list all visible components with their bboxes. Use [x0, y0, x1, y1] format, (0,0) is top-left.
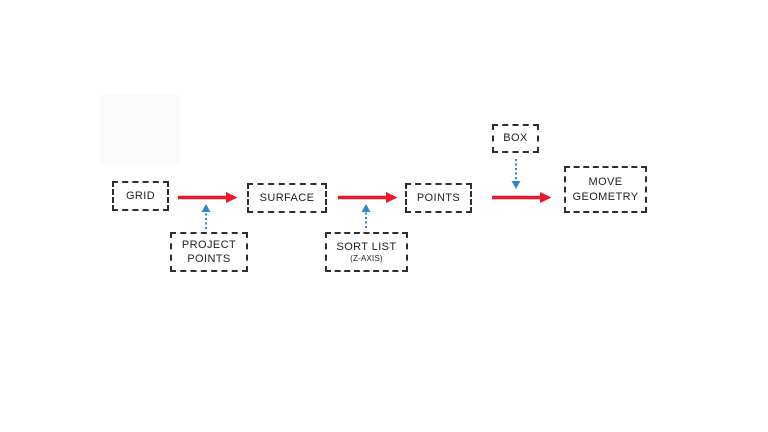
node-box-label: BOX [503, 132, 528, 145]
node-move-geometry-label-line1: MOVE [588, 176, 623, 189]
flow-arrow-points-to-move-geometry [492, 192, 552, 203]
node-project-points-label-line1: PROJECT [181, 238, 237, 251]
node-grid-label: GRID [125, 189, 156, 202]
node-surface-label: SURFACE [259, 191, 315, 204]
node-grid: GRID [112, 181, 169, 211]
input-arrow-project-points [201, 204, 211, 229]
flow-arrow-grid-to-surface [178, 192, 238, 203]
node-move-geometry: MOVE GEOMETRY [564, 166, 647, 213]
flow-arrow-surface-to-points [338, 192, 398, 203]
node-sort-list-label: SORT LIST [336, 240, 397, 253]
node-box: BOX [492, 124, 539, 153]
input-arrow-sort-list [361, 204, 371, 228]
input-arrow-box [511, 159, 521, 189]
node-project-points-label-line2: POINTS [187, 253, 231, 265]
node-sort-list: SORT LIST (Z-AXIS) [325, 232, 408, 272]
node-points: POINTS [405, 183, 472, 213]
node-project-points: PROJECT POINTS [170, 232, 248, 272]
faint-background-panel [100, 95, 180, 165]
node-move-geometry-label-line2: GEOMETRY [572, 190, 639, 203]
node-points-label: POINTS [416, 191, 461, 204]
node-surface: SURFACE [247, 183, 327, 213]
node-sort-list-sublabel: (Z-AXIS) [350, 253, 383, 263]
